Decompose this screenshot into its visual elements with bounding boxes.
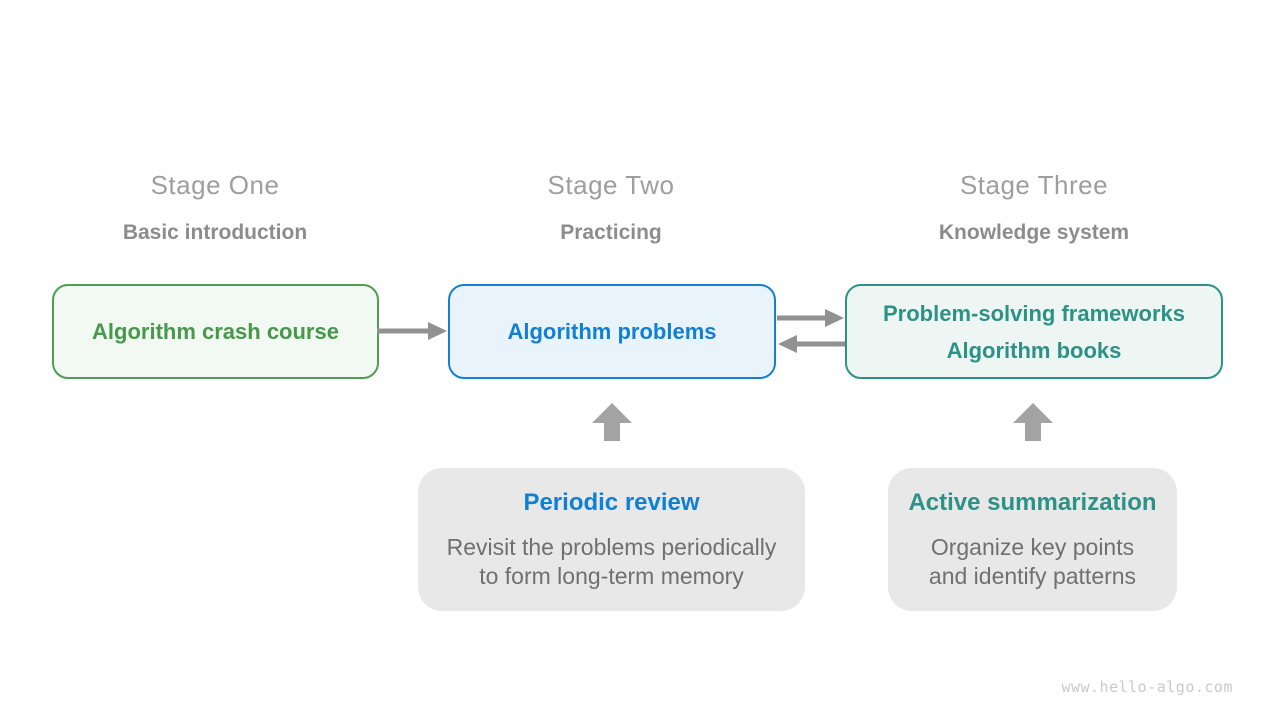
note-description: Organize key points and identify pattern… [929, 533, 1136, 591]
arrow-left-frameworks-to-problems-icon [778, 335, 845, 353]
stage-two-subtitle: Practicing [560, 221, 662, 244]
up-arrow-active-summarization-icon [1013, 403, 1053, 441]
arrow-right-crash-to-problems-icon [377, 322, 447, 340]
node-knowledge-system: Problem-solving frameworks Algorithm boo… [845, 284, 1223, 379]
stage-one-subtitle: Basic introduction [122, 221, 308, 244]
node-label: Algorithm crash course [92, 319, 339, 344]
note-description-line: and identify patterns [928, 562, 1137, 589]
node-label: Problem-solving frameworks [883, 300, 1185, 326]
note-active-summarization: Active summarization Organize key points… [888, 468, 1177, 611]
note-periodic-review: Periodic review Revisit the problems per… [418, 468, 805, 611]
arrow-right-problems-to-frameworks-icon [777, 309, 844, 327]
stage-three-title: Stage Three [959, 170, 1109, 200]
node-label: Algorithm books [946, 337, 1122, 363]
node-algorithm-problems: Algorithm problems [448, 284, 776, 379]
stage-one-title: Stage One [150, 170, 280, 200]
up-arrow-periodic-review-icon [592, 403, 632, 441]
note-description-line: to form long-term memory [479, 562, 744, 589]
note-title: Periodic review [523, 488, 700, 516]
stage-two-title: Stage Two [547, 170, 675, 200]
note-description: Revisit the problems periodically to for… [447, 533, 777, 591]
note-title: Active summarization [908, 488, 1157, 516]
stage-three-subtitle: Knowledge system [938, 221, 1130, 244]
note-description-line: Revisit the problems periodically [446, 533, 777, 560]
note-description-line: Organize key points [930, 533, 1135, 560]
watermark: www.hello-algo.com [1061, 678, 1233, 696]
node-algorithm-crash-course: Algorithm crash course [52, 284, 379, 379]
node-label: Algorithm problems [507, 319, 717, 344]
